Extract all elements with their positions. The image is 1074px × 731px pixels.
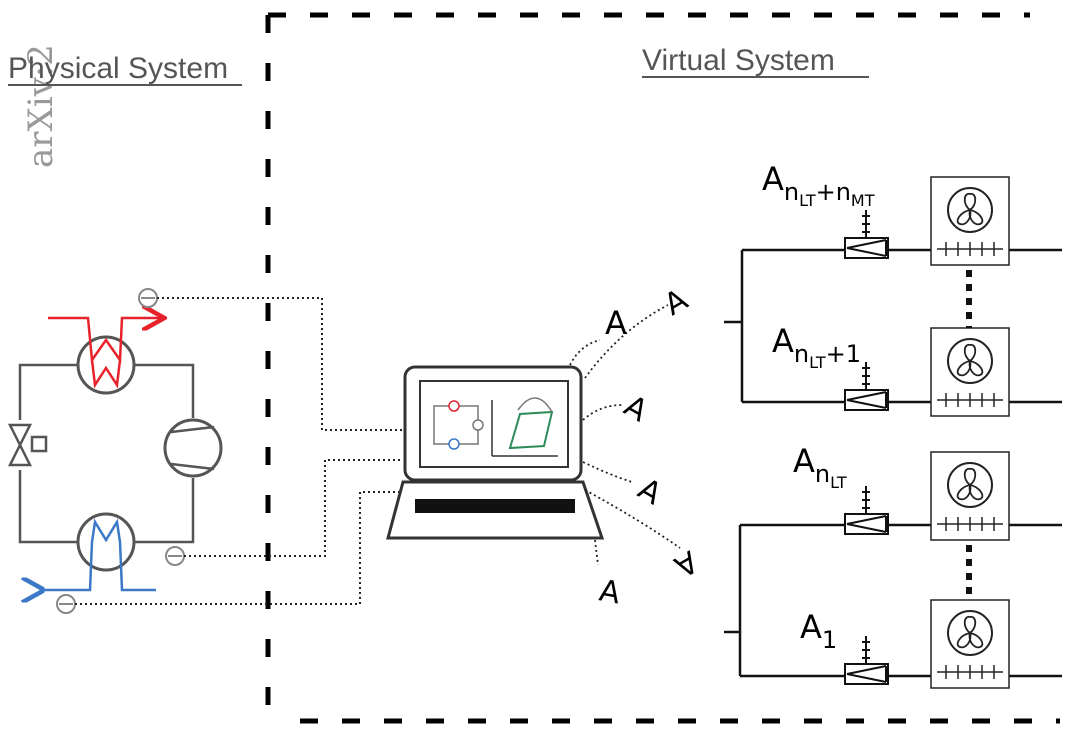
signal-label: A	[632, 472, 668, 513]
virtual-signal-lines	[569, 304, 681, 566]
arxiv-watermark: arXiv:2	[21, 44, 61, 168]
signal-label: A	[618, 389, 654, 430]
sensor-signal-lines	[75, 297, 403, 605]
physical-system-title: Physical System	[8, 52, 228, 85]
evaporator-icon	[42, 512, 156, 590]
fan-units	[930, 176, 1010, 689]
label-a-1: A1	[800, 608, 837, 654]
fan-icon	[930, 176, 1010, 266]
virtual-system-boundary	[265, 12, 1060, 724]
signal-label: A	[668, 543, 704, 584]
signal-labels: A A A A A A	[597, 282, 704, 611]
refrigeration-cycle	[18, 363, 195, 544]
virtual-system-title: Virtual System	[642, 44, 835, 77]
signal-label: A	[597, 573, 624, 611]
fan-icon	[930, 451, 1010, 541]
fan-icon	[930, 327, 1010, 417]
compressor-icon	[163, 418, 223, 478]
expansion-valve-icon	[7, 423, 48, 467]
signal-label: A	[605, 304, 627, 342]
valve-icon	[844, 210, 889, 685]
label-a-nlt-plus-nmt: AnLT+nMT	[762, 160, 875, 210]
evaporator-rack	[724, 248, 1062, 678]
label-a-nlt-plus-1: AnLT+1	[772, 322, 861, 372]
label-a-nlt: AnLT	[793, 442, 847, 492]
evaporator-labels: AnLT+nMT AnLT+1 AnLT A1	[762, 160, 875, 654]
fan-icon	[930, 599, 1010, 689]
signal-label: A	[659, 282, 695, 323]
laptop-icon	[386, 365, 605, 540]
condenser-icon	[48, 318, 162, 395]
